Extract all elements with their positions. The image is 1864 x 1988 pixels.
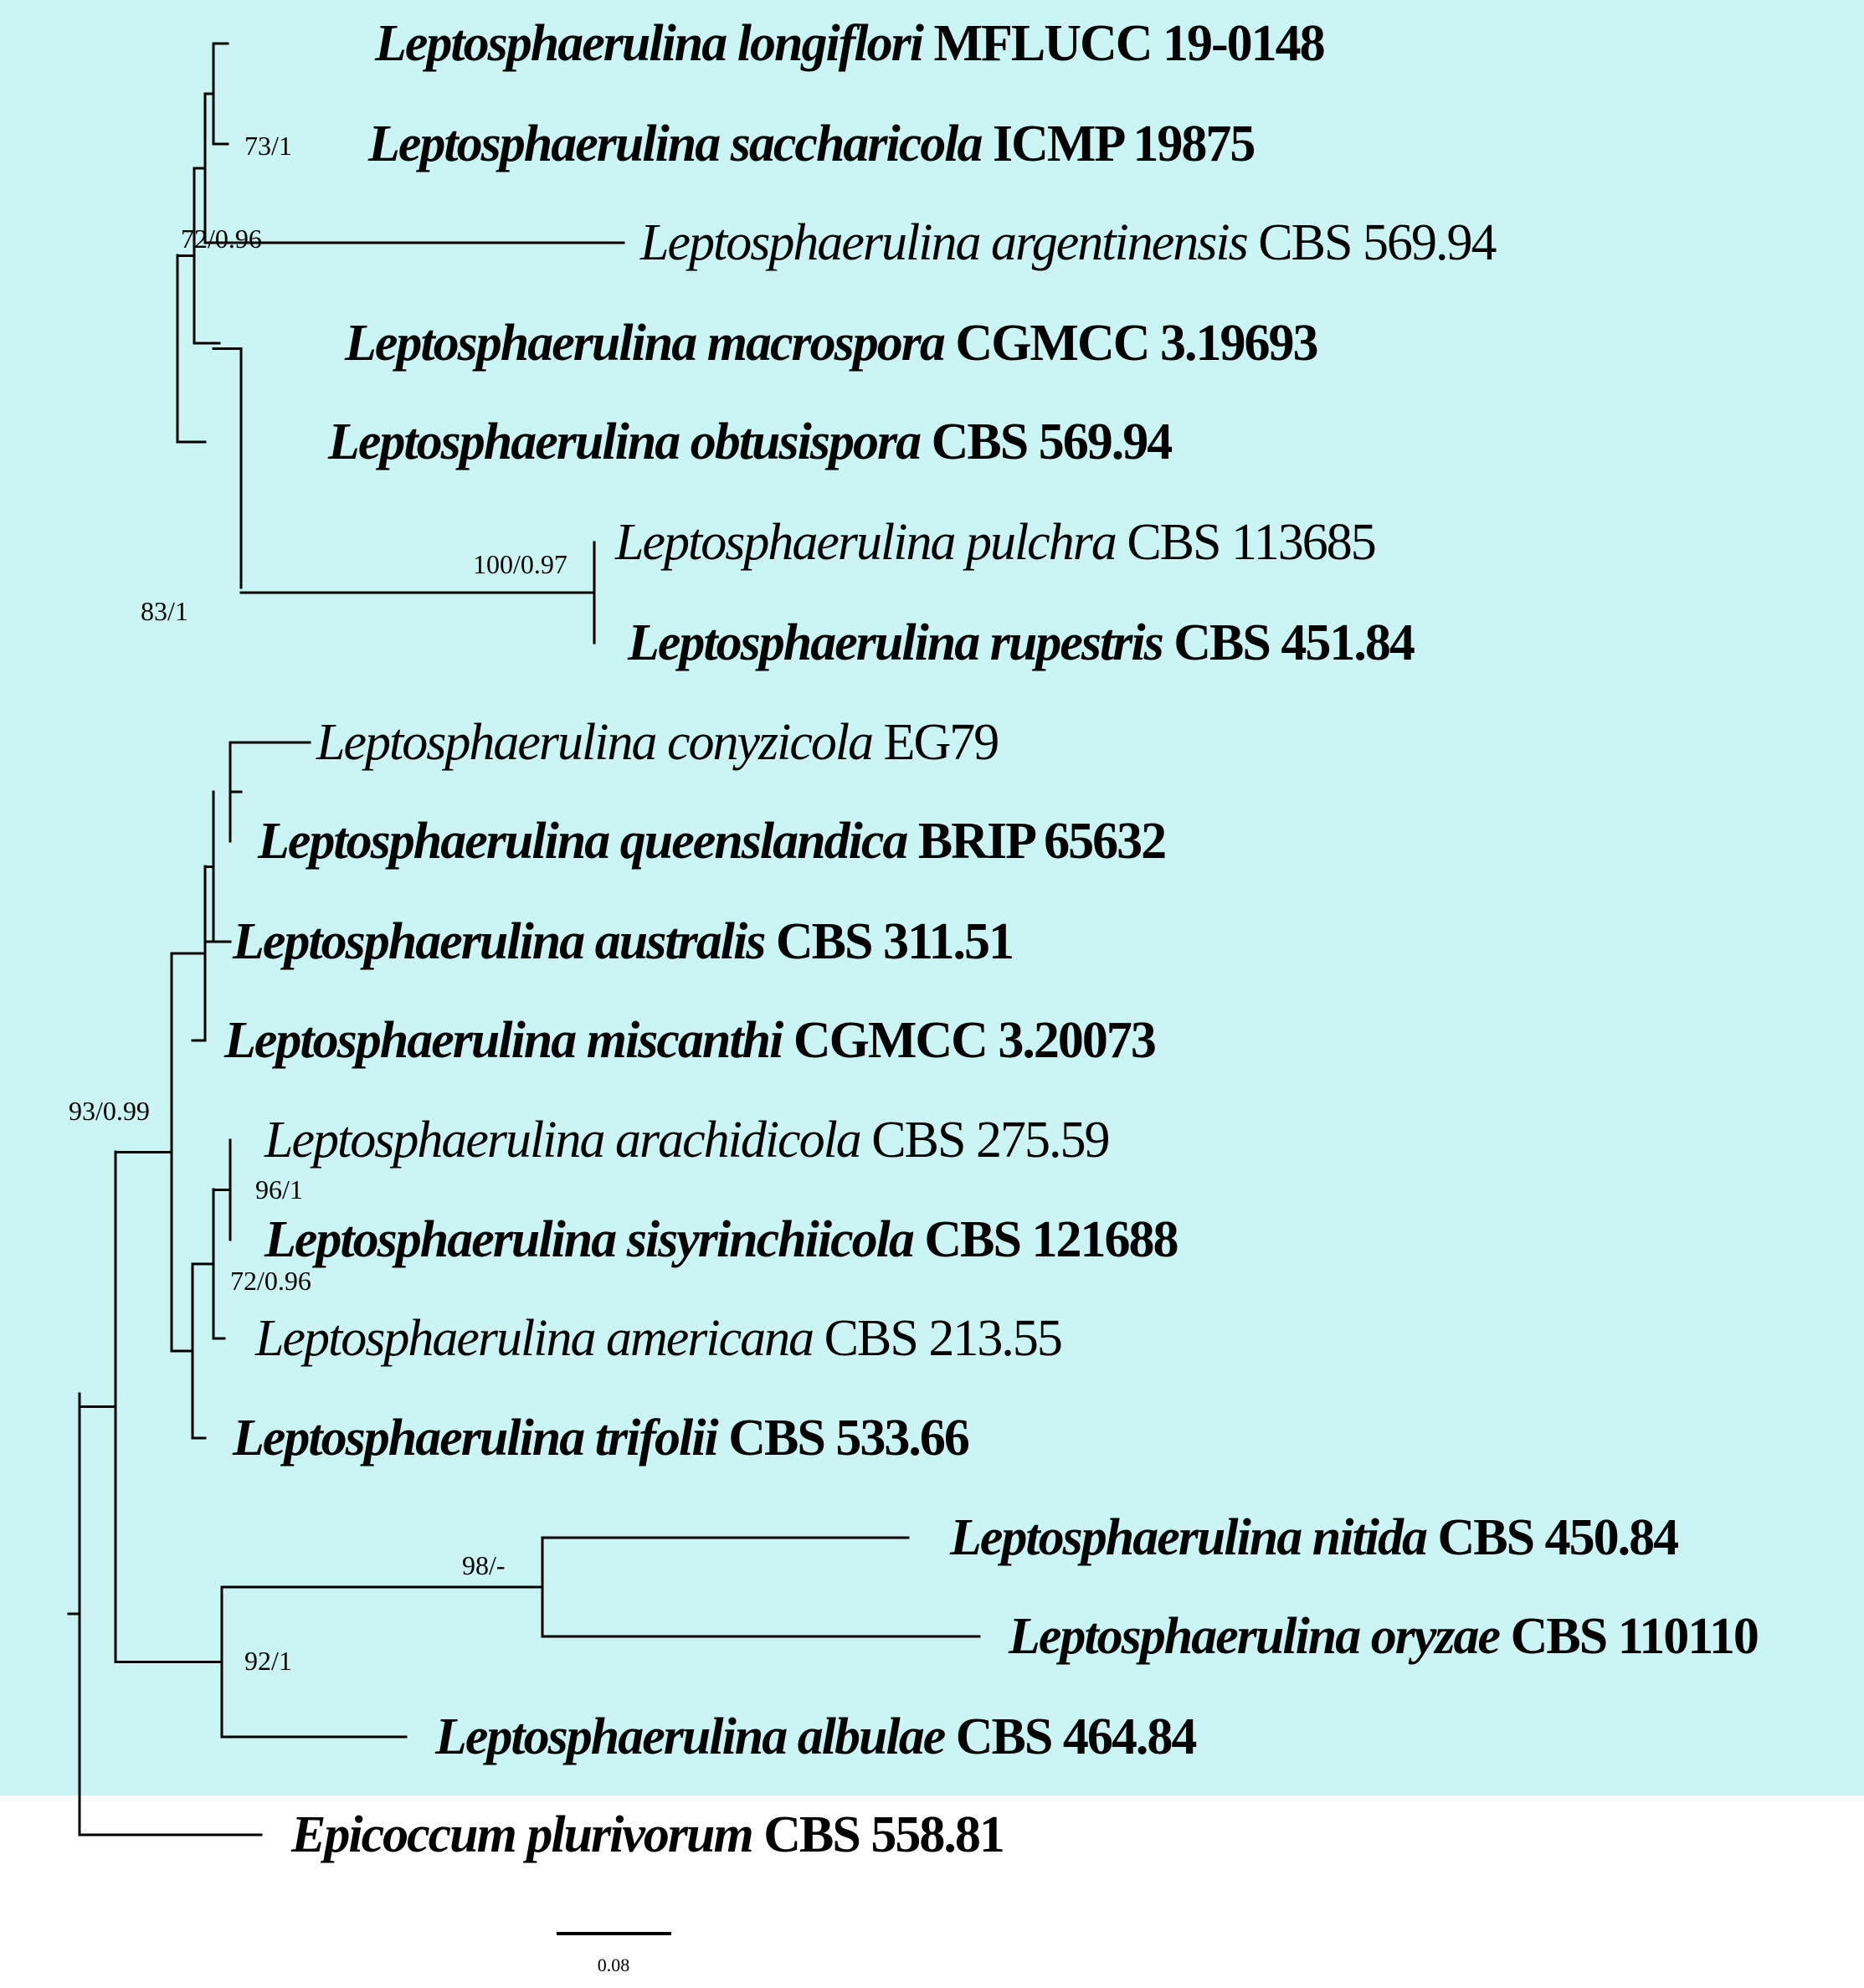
taxon-label: Leptosphaerulina rupestris CBS 451.84 bbox=[627, 614, 1415, 671]
highlighted-clade-background bbox=[0, 0, 1864, 1795]
scale-bar-label: 0.08 bbox=[598, 1955, 630, 1975]
taxon-label: Leptosphaerulina miscanthi CGMCC 3.20073 bbox=[223, 1012, 1155, 1069]
taxon-label: Leptosphaerulina saccharicola ICMP 19875 bbox=[367, 116, 1254, 172]
support-values: 73/1 72/0.96 100/0.97 83/1 93/0.99 96/1 … bbox=[69, 131, 567, 1676]
support-value: 73/1 bbox=[244, 131, 292, 161]
support-value: 83/1 bbox=[141, 596, 188, 626]
taxon-label: Leptosphaerulina australis CBS 311.51 bbox=[232, 913, 1013, 970]
support-value: 96/1 bbox=[255, 1174, 303, 1205]
taxon-label: Leptosphaerulina macrospora CGMCC 3.1969… bbox=[344, 315, 1317, 372]
taxon-label: Leptosphaerulina sisyrinchiicola CBS 121… bbox=[264, 1211, 1177, 1268]
support-value: 98/- bbox=[462, 1550, 506, 1580]
taxon-label: Leptosphaerulina pulchra CBS 113685 bbox=[614, 514, 1375, 571]
support-value: 72/0.96 bbox=[181, 223, 262, 254]
taxon-label: Leptosphaerulina queenslandica BRIP 6563… bbox=[257, 813, 1165, 870]
taxon-label: Leptosphaerulina obtusispora CBS 569.94 bbox=[327, 414, 1172, 470]
support-value: 93/0.99 bbox=[69, 1096, 150, 1126]
taxon-label: Leptosphaerulina albulae CBS 464.84 bbox=[434, 1708, 1196, 1765]
scale-bar: 0.08 bbox=[557, 1932, 671, 1975]
outgroup-label: Epicoccum plurivorum CBS 558.81 bbox=[290, 1806, 1004, 1863]
taxon-label: Leptosphaerulina longiflori MFLUCC 19-01… bbox=[374, 15, 1324, 72]
taxon-label: Leptosphaerulina americana CBS 213.55 bbox=[254, 1310, 1061, 1367]
support-value: 72/0.96 bbox=[230, 1266, 311, 1296]
taxon-label: Leptosphaerulina argentinensis CBS 569.9… bbox=[639, 214, 1497, 271]
support-value: 92/1 bbox=[244, 1646, 292, 1676]
taxon-label: Leptosphaerulina conyzicola EG79 bbox=[316, 714, 998, 771]
tree-branches bbox=[67, 42, 981, 1836]
support-value: 100/0.97 bbox=[473, 549, 567, 579]
taxon-labels: Leptosphaerulina longiflori MFLUCC 19-01… bbox=[223, 15, 1759, 1863]
taxon-label: Leptosphaerulina arachidicola CBS 275.59 bbox=[264, 1112, 1109, 1169]
taxon-label: Leptosphaerulina nitida CBS 450.84 bbox=[949, 1509, 1678, 1566]
taxon-label: Leptosphaerulina trifolii CBS 533.66 bbox=[232, 1410, 969, 1467]
taxon-label: Leptosphaerulina oryzae CBS 110110 bbox=[1008, 1608, 1758, 1665]
